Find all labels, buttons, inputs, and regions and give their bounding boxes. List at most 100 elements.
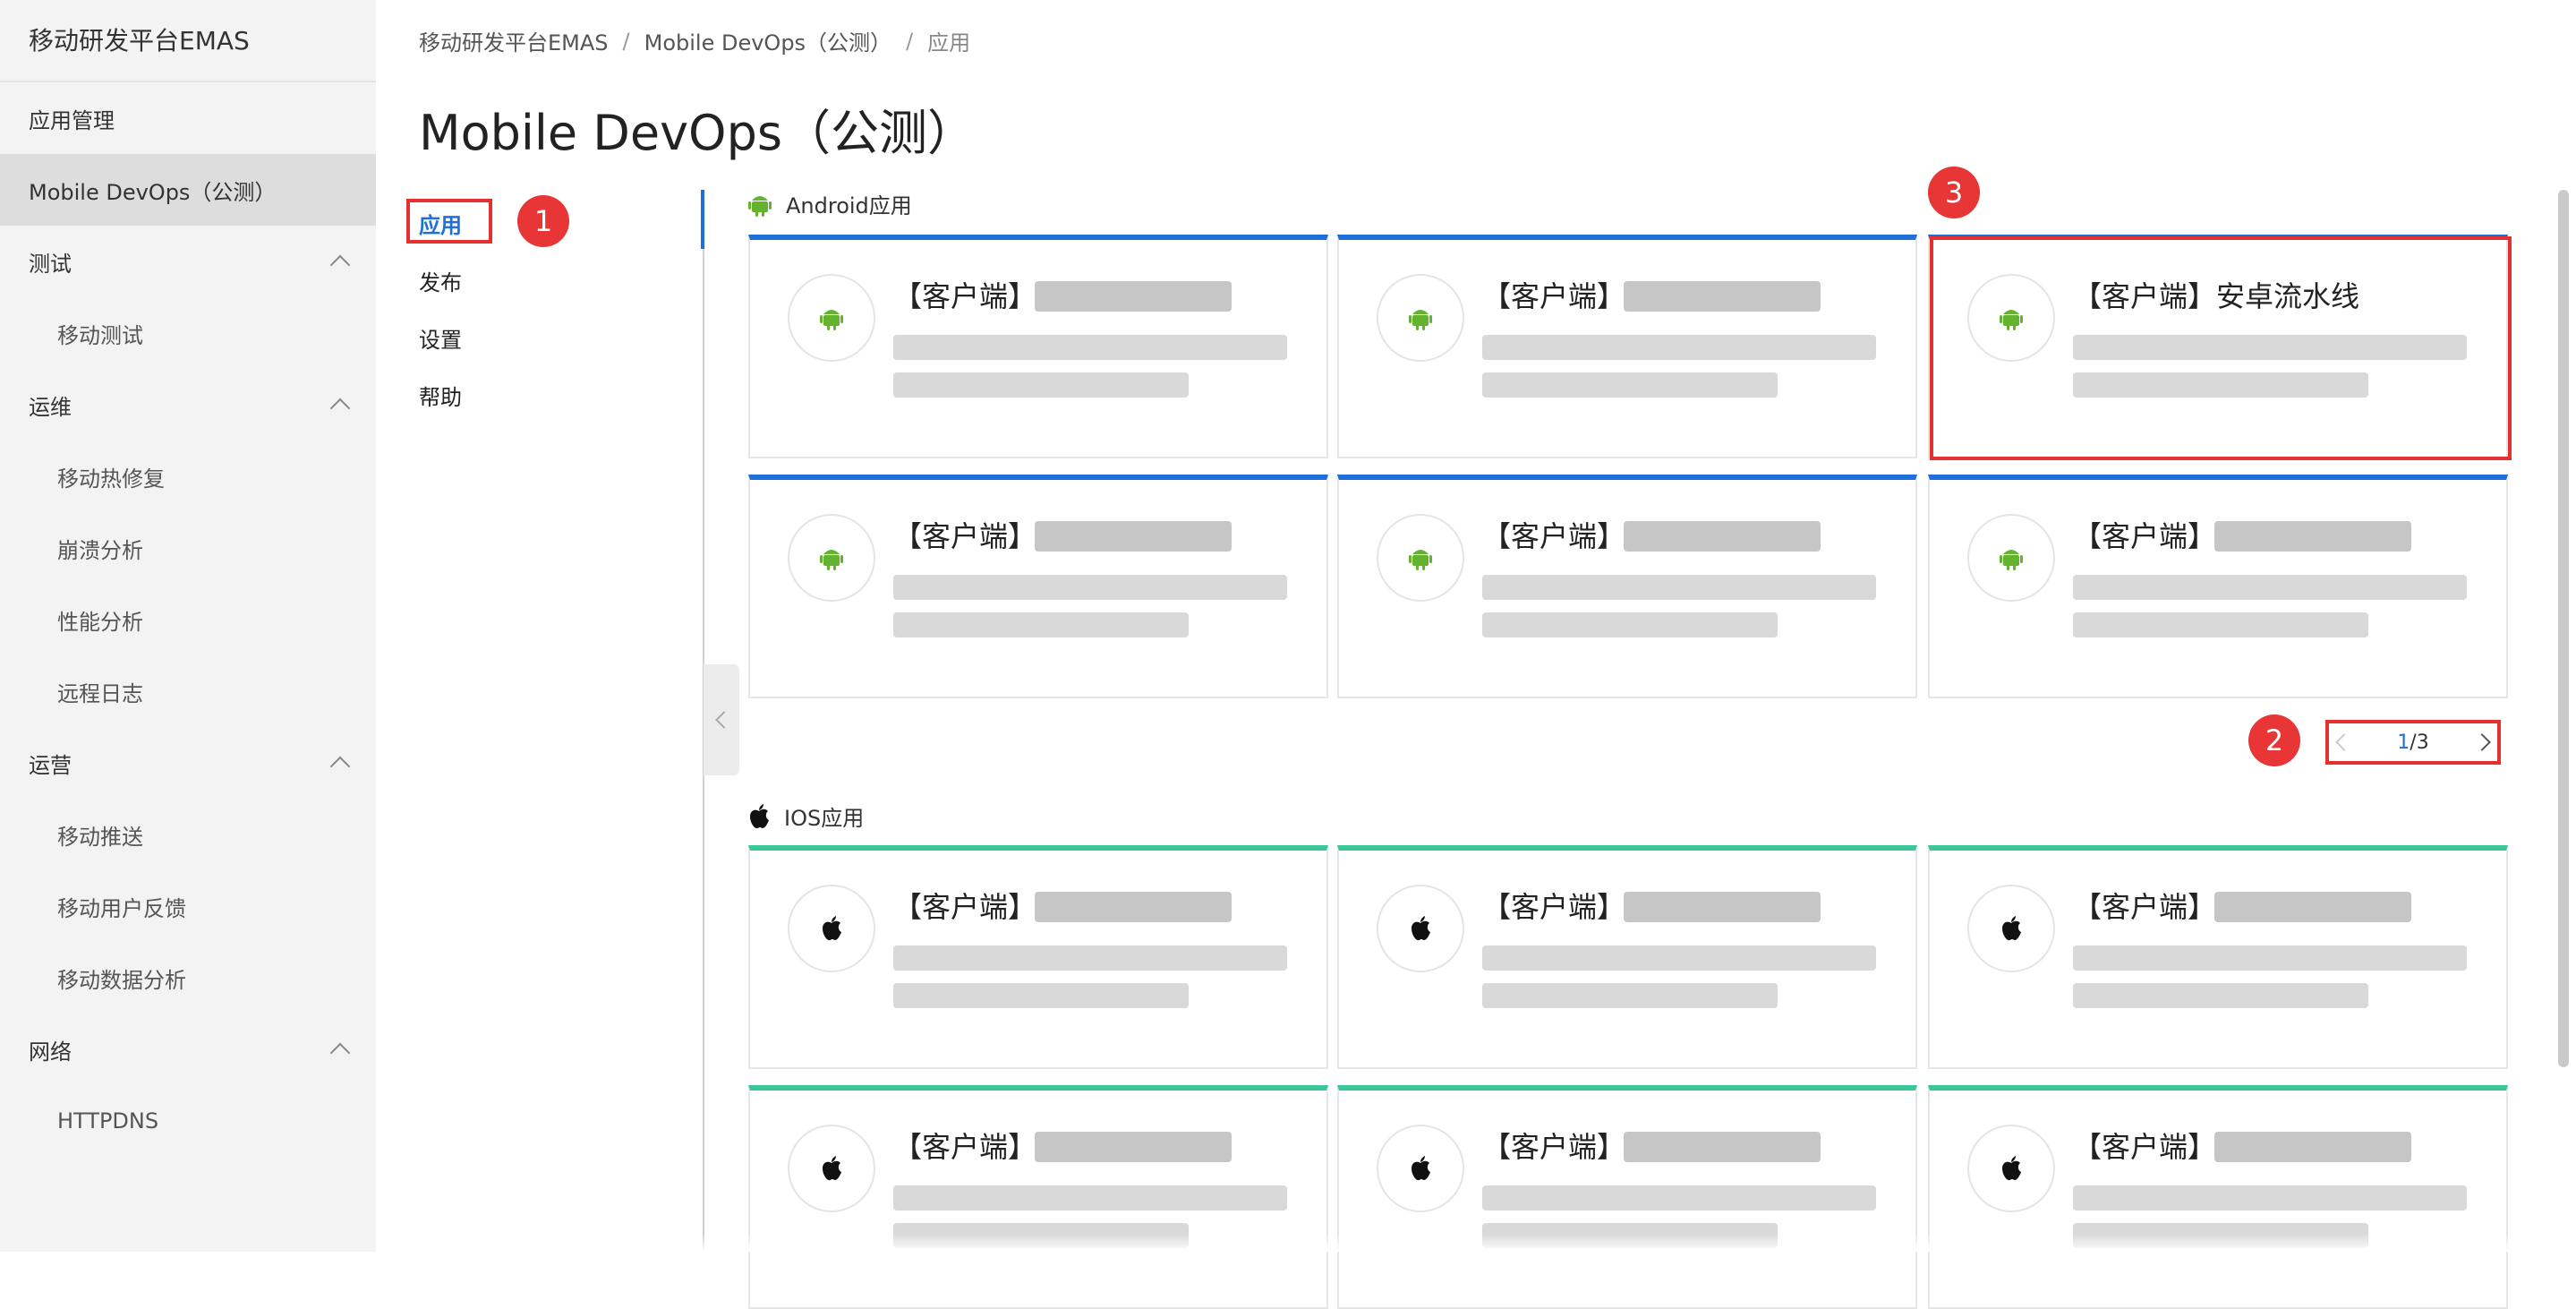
- ios-app-card[interactable]: 【客户端】: [1928, 1085, 2508, 1309]
- android-app-card[interactable]: 【客户端】: [1928, 475, 2508, 698]
- apple-icon: [823, 916, 841, 941]
- redacted-app-name: [1035, 892, 1232, 922]
- android-icon: [748, 195, 772, 217]
- chevron-left-icon[interactable]: [2335, 733, 2353, 751]
- sidebar-group-test[interactable]: 测试: [0, 226, 376, 297]
- redacted-description: [1482, 335, 1876, 360]
- sidebar-item-push[interactable]: 移动推送: [57, 824, 143, 850]
- chevron-up-icon: [329, 1042, 351, 1064]
- app-card-title: 【客户端】: [2073, 1130, 2217, 1164]
- sidebar-title: 移动研发平台EMAS: [29, 26, 250, 56]
- subnav-apps[interactable]: 应用: [419, 213, 462, 238]
- redacted-app-name: [2214, 1132, 2411, 1162]
- annotation-badge-2: 2: [2248, 714, 2300, 766]
- sidebar-item-httpdns[interactable]: HTTPDNS: [57, 1108, 159, 1134]
- android-icon: [1409, 550, 1432, 570]
- breadcrumb-root[interactable]: 移动研发平台EMAS: [419, 30, 609, 56]
- redacted-app-name: [1624, 892, 1821, 922]
- sidebar-group-operation[interactable]: 运营: [0, 727, 376, 799]
- ios-app-card[interactable]: 【客户端】: [748, 1085, 1328, 1309]
- subnav-release[interactable]: 发布: [419, 270, 462, 295]
- ios-app-card[interactable]: 【客户端】: [1928, 845, 2508, 1069]
- app-card-title: 【客户端】: [2073, 890, 2217, 924]
- android-app-card[interactable]: 【客户端】: [1337, 475, 1917, 698]
- app-card-title: 【客户端】: [1482, 1130, 1626, 1164]
- redacted-app-name: [1035, 521, 1232, 552]
- redacted-app-name: [1624, 1132, 1821, 1162]
- annotation-box-2: [2325, 720, 2501, 765]
- redacted-app-name: [1035, 1132, 1232, 1162]
- ios-app-card[interactable]: 【客户端】: [1337, 845, 1917, 1069]
- redacted-description: [2073, 1185, 2467, 1211]
- sidebar-item-remote-log[interactable]: 远程日志: [57, 680, 143, 706]
- sidebar-item-devops[interactable]: Mobile DevOps（公测）: [0, 154, 376, 226]
- chevron-left-icon: [715, 711, 733, 729]
- sidebar-group-label: 运维: [29, 394, 72, 420]
- apple-icon: [1412, 1156, 1430, 1181]
- sidebar-group-network[interactable]: 网络: [0, 1014, 376, 1085]
- chevron-right-icon[interactable]: [2473, 733, 2491, 751]
- sidebar: 移动研发平台EMAS 应用管理 Mobile DevOps（公测） 测试 移动测…: [0, 0, 376, 1252]
- app-card-title: 【客户端】: [2073, 519, 2217, 553]
- app-card-title: 【客户端】: [1482, 890, 1626, 924]
- android-icon: [820, 310, 843, 330]
- sidebar-item-analytics[interactable]: 移动数据分析: [57, 967, 186, 993]
- sidebar-group-label: 测试: [29, 251, 72, 277]
- redacted-description: [893, 983, 1189, 1008]
- redacted-description: [893, 335, 1287, 360]
- subnav-help[interactable]: 帮助: [419, 385, 462, 410]
- chevron-up-icon: [329, 756, 351, 777]
- redacted-description: [1482, 945, 1876, 971]
- redacted-description: [893, 1185, 1287, 1211]
- android-icon: [2000, 550, 2023, 570]
- sidebar-item-mobile-test[interactable]: 移动测试: [57, 322, 143, 348]
- scrollbar[interactable]: [2558, 190, 2569, 1067]
- app-icon-circle: [788, 274, 875, 362]
- breadcrumb-current: 应用: [927, 30, 971, 56]
- section-title: Android应用: [786, 193, 912, 218]
- sidebar-group-ops[interactable]: 运维: [0, 369, 376, 441]
- section-header-android: Android应用: [748, 188, 912, 219]
- annotation-box-3: [1930, 236, 2512, 460]
- sidebar-item-feedback[interactable]: 移动用户反馈: [57, 895, 186, 921]
- collapse-handle[interactable]: [704, 664, 739, 775]
- redacted-app-name: [2214, 892, 2411, 922]
- subnav-active-indicator: [701, 190, 704, 249]
- android-app-card[interactable]: 【客户端】安卓流水线: [1928, 235, 2508, 458]
- app-icon-circle: [788, 514, 875, 602]
- chevron-up-icon: [329, 254, 351, 276]
- android-app-card[interactable]: 【客户端】: [1337, 235, 1917, 458]
- apple-icon: [1412, 916, 1430, 941]
- sidebar-item-app-manage[interactable]: 应用管理: [29, 107, 115, 133]
- app-card-title: 【客户端】: [1482, 519, 1626, 553]
- sidebar-item-hotfix[interactable]: 移动热修复: [57, 466, 165, 492]
- redacted-description: [2073, 983, 2368, 1008]
- app-icon-circle: [788, 885, 875, 972]
- breadcrumb-separator: /: [622, 28, 630, 54]
- android-app-card[interactable]: 【客户端】: [748, 235, 1328, 458]
- redacted-description: [893, 575, 1287, 600]
- app-icon-circle: [1377, 885, 1464, 972]
- android-app-card[interactable]: 【客户端】: [748, 475, 1328, 698]
- total-pages: /3: [2410, 731, 2429, 754]
- ios-app-card[interactable]: 【客户端】: [1337, 1085, 1917, 1309]
- ios-app-card[interactable]: 【客户端】: [748, 845, 1328, 1069]
- redacted-description: [893, 372, 1189, 398]
- app-card-title: 【客户端】安卓流水线: [2073, 279, 2360, 313]
- app-icon-circle: [1377, 514, 1464, 602]
- app-card-title: 【客户端】: [893, 279, 1037, 313]
- redacted-description: [1482, 612, 1778, 637]
- sidebar-item-crash[interactable]: 崩溃分析: [57, 537, 143, 563]
- subnav-settings[interactable]: 设置: [419, 328, 462, 353]
- app-card-title: 【客户端】: [893, 890, 1037, 924]
- apple-icon: [2002, 1156, 2021, 1181]
- breadcrumb-mid[interactable]: Mobile DevOps（公测）: [644, 30, 892, 56]
- breadcrumb: 移动研发平台EMAS / Mobile DevOps（公测） / 应用: [419, 25, 970, 56]
- redacted-description: [893, 612, 1189, 637]
- bottom-fade: [376, 1234, 2576, 1252]
- redacted-description: [893, 945, 1287, 971]
- apple-icon: [2002, 916, 2021, 941]
- android-icon: [1409, 310, 1432, 330]
- sidebar-item-performance[interactable]: 性能分析: [57, 609, 143, 635]
- redacted-description: [2073, 945, 2467, 971]
